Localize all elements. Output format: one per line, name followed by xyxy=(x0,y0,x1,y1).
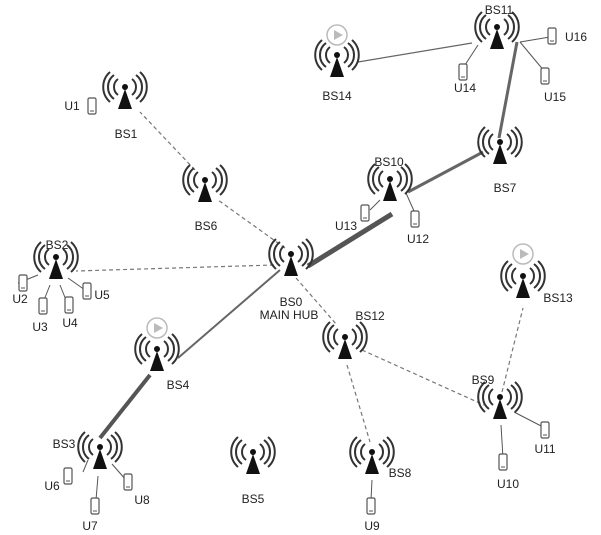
bs14-label: BS14 xyxy=(322,89,352,103)
bs7-label: BS7 xyxy=(494,181,517,195)
base-station-bs13[interactable]: BS13 xyxy=(500,243,573,305)
u1-label: U1 xyxy=(64,99,80,113)
link-bs0-bs2 xyxy=(75,264,275,272)
user-u14[interactable]: U14 xyxy=(454,63,476,95)
user-u2[interactable]: U2 xyxy=(12,274,28,306)
phone-icon xyxy=(498,453,508,471)
u15-label: U15 xyxy=(544,90,566,104)
bs3-label: BS3 xyxy=(53,437,76,451)
u7-label: U7 xyxy=(82,519,98,533)
link-bs0-bs10 xyxy=(306,211,394,269)
u14-label: U14 xyxy=(454,81,476,95)
bs11-label: BS11 xyxy=(485,3,514,17)
phone-icon xyxy=(458,63,468,81)
user-u9[interactable]: U9 xyxy=(364,497,380,533)
u2-label: U2 xyxy=(12,292,28,306)
link-bs9-bs13 xyxy=(501,307,524,393)
link-bs10-bs7 xyxy=(407,150,484,194)
base-station-bs3[interactable]: BS3 xyxy=(53,431,123,470)
base-station-bs12[interactable]: BS12 xyxy=(322,309,385,360)
phone-icon xyxy=(123,473,133,491)
base-station-bs8[interactable]: BS8 xyxy=(349,436,412,480)
bs6-label: BS6 xyxy=(195,219,218,233)
base-station-bs1[interactable]: BS1 xyxy=(102,71,148,141)
link-bs6-bs1 xyxy=(139,111,196,171)
user-u13[interactable]: U13 xyxy=(335,204,370,233)
bs13-play-icon xyxy=(512,243,534,265)
bs9-label: BS9 xyxy=(472,373,495,387)
user-u7[interactable]: U7 xyxy=(82,497,100,533)
bs0-label: BS0 xyxy=(280,295,303,309)
phone-icon xyxy=(540,67,550,85)
base-station-bs0[interactable]: BS0 MAIN HUB xyxy=(260,238,319,322)
phone-icon xyxy=(540,421,550,439)
bs2-label: BS2 xyxy=(46,238,69,252)
user-u5[interactable]: U5 xyxy=(82,282,110,302)
link-bs12-bs8 xyxy=(346,364,371,443)
u9-label: U9 xyxy=(364,519,380,533)
bs8-label: BS8 xyxy=(389,466,412,480)
phone-icon xyxy=(87,97,97,115)
bs0-sublabel: MAIN HUB xyxy=(260,308,319,322)
bs1-label: BS1 xyxy=(115,127,138,141)
link-bs14-bs11 xyxy=(357,42,473,63)
link-bs4-bs3 xyxy=(98,373,152,440)
phone-icon xyxy=(90,497,100,515)
user-u16[interactable]: U16 xyxy=(547,27,587,45)
base-station-bs5[interactable]: BS5 xyxy=(230,436,276,506)
u8-label: U8 xyxy=(134,493,150,507)
u12-label: U12 xyxy=(407,232,429,246)
base-station-bs6[interactable]: BS6 xyxy=(182,164,228,233)
u11-label: U11 xyxy=(534,442,555,456)
phone-icon xyxy=(63,467,73,485)
phone-icon xyxy=(38,297,48,315)
user-u15[interactable]: U15 xyxy=(540,67,566,104)
user-u4[interactable]: U4 xyxy=(62,296,78,330)
user-links-layer xyxy=(17,36,551,501)
bs4-play-icon xyxy=(146,317,168,339)
bs12-label: BS12 xyxy=(355,309,385,323)
phone-icon xyxy=(82,282,92,300)
phone-icon xyxy=(360,204,370,222)
link-bs7-bs11 xyxy=(497,41,519,139)
u10-label: U10 xyxy=(497,477,519,491)
phone-icon xyxy=(547,27,557,45)
base-station-bs11[interactable]: BS11 xyxy=(474,3,520,50)
base-station-bs2[interactable]: BS2 xyxy=(33,238,79,280)
base-station-bs10[interactable]: BS10 xyxy=(367,155,413,202)
u13-label: U13 xyxy=(335,219,357,233)
u5-label: U5 xyxy=(94,288,110,302)
bs5-label: BS5 xyxy=(242,492,265,506)
bs10-label: BS10 xyxy=(374,155,404,169)
user-u6[interactable]: U6 xyxy=(44,467,73,493)
phone-icon xyxy=(18,274,28,292)
user-u11[interactable]: U11 xyxy=(534,421,556,456)
user-u8[interactable]: U8 xyxy=(123,473,150,507)
bs4-label: BS4 xyxy=(167,378,190,392)
u4-label: U4 xyxy=(62,316,78,330)
phone-icon xyxy=(64,296,74,314)
links-layer xyxy=(75,41,524,443)
user-u3[interactable]: U3 xyxy=(32,297,48,334)
user-u10[interactable]: U10 xyxy=(497,453,519,491)
bs14-play-icon xyxy=(326,24,348,46)
u3-label: U3 xyxy=(32,320,48,334)
u6-label: U6 xyxy=(44,479,60,493)
phone-icon xyxy=(366,497,376,515)
bs13-label: BS13 xyxy=(543,291,573,305)
u16-label: U16 xyxy=(565,30,587,44)
link-bs12-bs9 xyxy=(361,349,485,406)
link-bs0-bs12 xyxy=(295,277,338,326)
user-u1[interactable]: U1 xyxy=(64,97,97,115)
base-station-bs14[interactable]: BS14 xyxy=(314,24,360,103)
base-station-bs4[interactable]: BS4 xyxy=(134,317,190,392)
phone-icon xyxy=(410,210,420,228)
base-station-bs7[interactable]: BS7 xyxy=(477,126,523,195)
link-bs0-bs4 xyxy=(177,269,281,359)
base-station-bs9[interactable]: BS9 xyxy=(472,373,523,420)
user-u12[interactable]: U12 xyxy=(407,210,429,246)
